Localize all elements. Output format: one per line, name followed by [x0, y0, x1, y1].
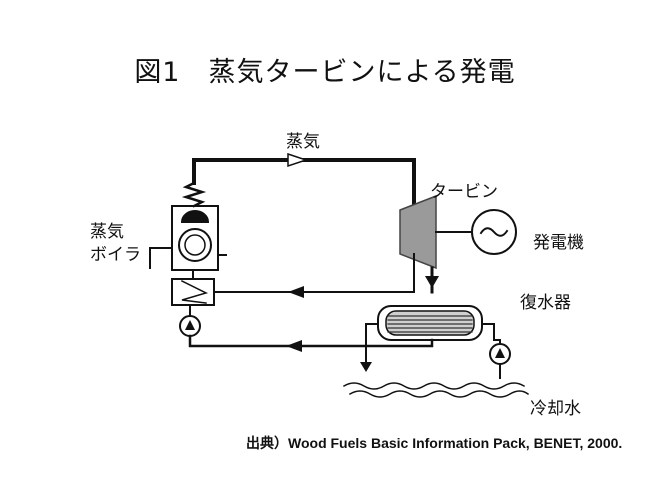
condensate-flow-arrow — [286, 340, 302, 352]
generator — [471, 209, 517, 255]
turbine — [399, 194, 437, 270]
figure-title: 図1 蒸気タービンによる発電 — [134, 57, 516, 88]
cooling-water-waves — [342, 382, 526, 390]
steam-flow-arrow — [287, 152, 309, 168]
cooling-water-outlet-arrow — [360, 362, 372, 372]
turbine-label: タービン — [430, 182, 498, 202]
boiler — [171, 205, 219, 271]
source-citation: 出典）Wood Fuels Basic Information Pack, BE… — [246, 435, 623, 451]
generator-label: 発電機 — [533, 233, 584, 253]
steam-label: 蒸気 — [286, 132, 320, 152]
boiler-drum-upper — [180, 210, 210, 223]
boiler-drum-lower — [178, 228, 212, 262]
superheater-coil — [181, 181, 207, 208]
condenser-label: 復水器 — [520, 293, 571, 313]
boiler-label-line1: 蒸気 — [90, 222, 124, 242]
bleed-flow-arrow — [288, 286, 304, 298]
bleed-pipe — [213, 253, 415, 293]
exhaust-arrow — [425, 276, 439, 288]
condensate-pipe — [188, 334, 434, 348]
cooling-water-label: 冷却水 — [530, 399, 581, 419]
boiler-label-line2: ボイラ — [90, 245, 141, 265]
steam-pipe — [192, 158, 416, 206]
